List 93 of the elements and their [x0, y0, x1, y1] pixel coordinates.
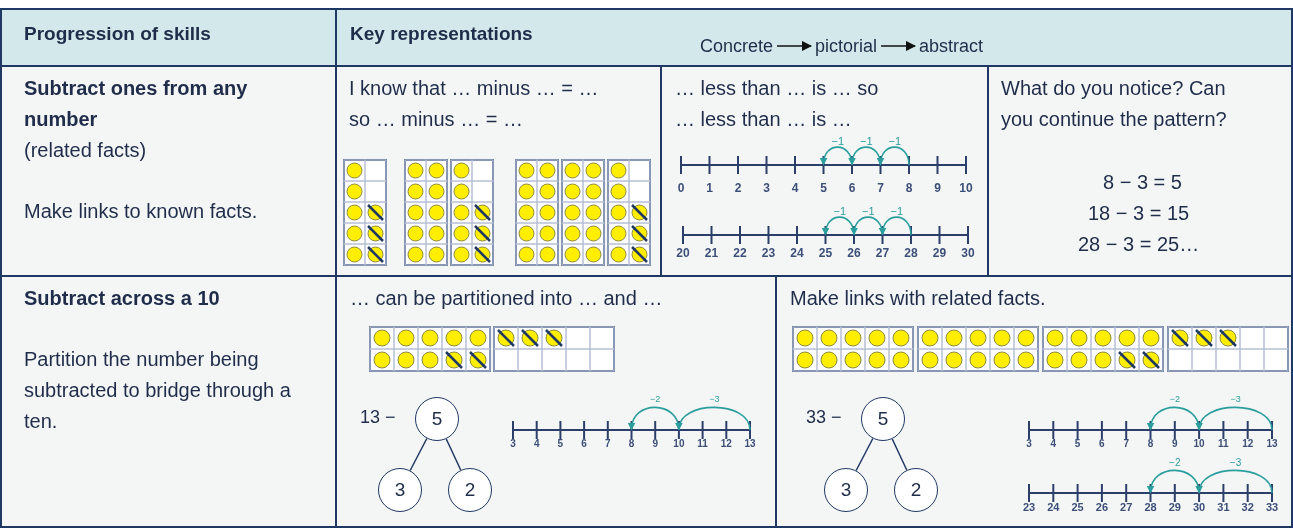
- number-label: 6: [1099, 438, 1105, 449]
- sentence-stem: … can be partitioned into … and …: [350, 286, 664, 311]
- connector-line: [445, 438, 462, 471]
- number-label: 10: [1193, 438, 1205, 449]
- jump-label: −3: [1230, 394, 1241, 404]
- column-heading: Key representations: [350, 22, 534, 46]
- number-label: 27: [1120, 501, 1133, 513]
- jump-label: −2: [1169, 394, 1180, 404]
- number-label: 10: [959, 181, 973, 195]
- equation: 8 − 3 = 5: [1103, 170, 1182, 195]
- number-label: 25: [818, 246, 833, 260]
- number-label: 9: [934, 181, 941, 195]
- number-label: 21: [704, 246, 719, 260]
- jump-label: −1: [831, 135, 844, 148]
- minus-expression: 33 −: [806, 406, 842, 429]
- number-label: 29: [1168, 501, 1181, 513]
- number-label: 5: [1074, 438, 1081, 449]
- equation: 18 − 3 = 15: [1088, 201, 1190, 226]
- number-label: 4: [533, 438, 540, 449]
- connector-line: [891, 438, 908, 471]
- number-label: 33: [1265, 501, 1279, 513]
- equation: 28 − 3 = 25…: [1078, 232, 1200, 257]
- number-label: 2: [734, 181, 742, 195]
- number-label: 13: [1266, 438, 1278, 449]
- number-label: 7: [605, 438, 611, 449]
- number-label: 30: [1192, 501, 1206, 513]
- jump-label: −2: [650, 394, 661, 404]
- note-text: Partition the number being subtracted to bridge through a ten.: [24, 347, 292, 434]
- number-label: 30: [961, 246, 975, 260]
- jump-label: −1: [833, 205, 846, 218]
- column-heading: Progression of skills: [24, 22, 212, 46]
- sentence-stem: … less than … is … so … less than … is …: [675, 76, 880, 132]
- minus-expression: 13 −: [360, 406, 396, 429]
- number-label: 3: [1026, 438, 1032, 449]
- number-label: 32: [1241, 501, 1254, 513]
- number-label: 20: [676, 246, 690, 260]
- row-heading: Subtract ones from any number: [24, 76, 249, 132]
- number-label: 5: [557, 438, 564, 449]
- connector-line: [409, 437, 428, 472]
- number-label: 26: [1095, 501, 1108, 513]
- number-label: 9: [1172, 438, 1178, 449]
- number-label: 6: [581, 438, 587, 449]
- number-label: 5: [820, 181, 827, 195]
- number-label: 31: [1217, 501, 1230, 513]
- sentence-stem: Make links with related facts.: [790, 286, 1047, 311]
- note-text: Make links to known facts.: [24, 199, 259, 224]
- number-label: 12: [1242, 438, 1254, 449]
- question-text: What do you notice? Can you continue the pattern?: [1001, 76, 1228, 132]
- number-label: 6: [848, 181, 856, 195]
- number-label: 8: [628, 438, 635, 449]
- row-heading: Subtract across a 10: [24, 286, 221, 311]
- number-label: 8: [905, 181, 913, 195]
- number-label: 28: [904, 246, 918, 260]
- number-label: 7: [877, 181, 884, 195]
- number-label: 11: [1218, 438, 1229, 449]
- arrow: [880, 40, 917, 52]
- number-label: 8: [1147, 438, 1154, 449]
- number-label: 24: [1047, 501, 1060, 513]
- number-label: 13: [744, 438, 756, 449]
- jump-label: −1: [890, 205, 903, 218]
- number-label: 7: [1123, 438, 1129, 449]
- number-label: 0: [677, 181, 685, 195]
- number-label: 3: [763, 181, 770, 195]
- jump-label: −3: [709, 394, 720, 404]
- number-label: 4: [1050, 438, 1057, 449]
- number-label: 9: [652, 438, 658, 449]
- jump-label: −1: [862, 205, 875, 218]
- number-label: 12: [720, 438, 732, 449]
- connector-line: [855, 437, 874, 472]
- number-label: 28: [1144, 501, 1157, 513]
- number-label: 27: [875, 246, 890, 260]
- number-label: 22: [733, 246, 747, 260]
- number-label: 23: [1022, 501, 1036, 513]
- number-label: 26: [847, 246, 861, 260]
- sentence-stem: I know that … minus … = … so … minus … = …: [349, 76, 600, 132]
- note-text: (related facts): [24, 138, 148, 163]
- number-label: 23: [761, 246, 776, 260]
- jump-label: −2: [1169, 457, 1181, 468]
- number-label: 1: [706, 181, 713, 195]
- flow-word: pictorial: [815, 33, 878, 59]
- jump-label: −1: [860, 135, 873, 148]
- number-label: 11: [697, 438, 708, 449]
- number-label: 29: [932, 246, 947, 260]
- number-label: 10: [673, 438, 685, 449]
- arrow: [776, 40, 813, 52]
- jump-label: −1: [888, 135, 901, 148]
- number-label: 25: [1071, 501, 1084, 513]
- jump-label: −3: [1229, 457, 1242, 468]
- flow-word: Concrete: [700, 33, 774, 59]
- number-label: 3: [510, 438, 516, 449]
- number-label: 24: [790, 246, 804, 260]
- number-label: 4: [791, 181, 799, 195]
- flow-word: abstract: [919, 33, 984, 59]
